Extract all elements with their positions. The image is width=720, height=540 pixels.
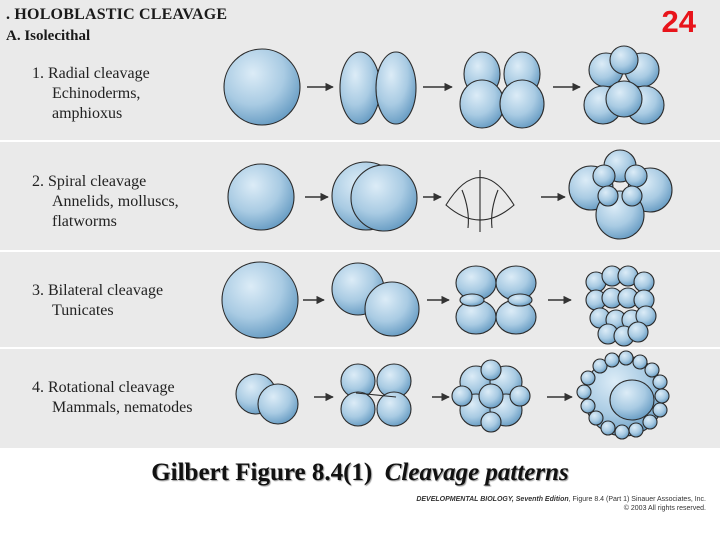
credit-detail: , Figure 8.4 (Part 1) Sinauer Associates… (568, 496, 706, 503)
blastomere (609, 45, 639, 75)
blastomere (339, 51, 381, 125)
blastomere (621, 185, 643, 207)
figure-caption: Gilbert Figure 8.4(1) Cleavage patterns (0, 459, 720, 487)
row-divider (0, 250, 720, 252)
book-title: DEVELOPMENTAL BIOLOGY, Seventh Edition (416, 496, 569, 503)
row-title: 3. Bilateral cleavage (32, 282, 164, 299)
section-subtitle: A. Isolecithal (6, 28, 91, 44)
blastomere (654, 388, 670, 404)
blastomere (624, 164, 648, 188)
blastomere (652, 374, 668, 390)
row-label-radial: 1. Radial cleavage Echinoderms, amphioxu… (32, 64, 150, 124)
blastomere (451, 385, 473, 407)
blastomere (632, 354, 648, 370)
row-organisms: amphioxus (52, 105, 123, 122)
blastomere (618, 350, 634, 366)
row-label-rotational: 4. Rotational cleavage Mammals, nematode… (32, 378, 192, 418)
slide-number: 24 (661, 4, 696, 39)
figure-title: Cleavage patterns (384, 459, 569, 486)
blastomere (652, 402, 668, 418)
blastomere (478, 383, 504, 409)
blastomere (376, 391, 412, 427)
blastomere (350, 164, 418, 232)
cleavage-furrow (445, 177, 515, 221)
copyright-credit: DEVELOPMENTAL BIOLOGY, Seventh Edition, … (416, 495, 706, 513)
cleavage-diagram (221, 45, 673, 440)
row-title: 4. Rotational cleavage (32, 379, 175, 396)
blastomere (580, 398, 596, 414)
blastomere (597, 185, 619, 207)
blastomere (340, 391, 376, 427)
row-title: 1. Radial cleavage (32, 65, 150, 82)
blastomere (576, 384, 592, 400)
blastomere (580, 370, 596, 386)
cleavage-furrow (491, 189, 499, 229)
blastomere (459, 79, 505, 129)
row-organisms: Tunicates (52, 302, 114, 319)
blastomere (364, 281, 420, 337)
blastomere (642, 414, 658, 430)
blastomere (480, 359, 502, 381)
cleavage-furrow (355, 392, 397, 398)
row-label-bilateral: 3. Bilateral cleavage Tunicates (32, 281, 163, 321)
blastomere (627, 321, 649, 343)
row-divider (0, 140, 720, 142)
blastomere (592, 164, 616, 188)
cleavage-furrow (461, 189, 469, 229)
figure-number: Gilbert Figure 8.4(1) (151, 459, 373, 486)
blastomere (223, 48, 301, 126)
blastomere (375, 51, 417, 125)
section-title: . HOLOBLASTIC CLEAVAGE (6, 6, 228, 23)
copyright-line: © 2003 All rights reserved. (623, 505, 706, 512)
blastomere (227, 163, 295, 231)
blastomere (459, 293, 485, 307)
row-organisms: Echinoderms, (52, 85, 141, 102)
blastomere (221, 261, 299, 339)
blastomere (609, 379, 655, 421)
row-organisms: flatworms (52, 213, 117, 230)
blastomere (614, 424, 630, 440)
row-label-spiral: 2. Spiral cleavage Annelids, molluscs, f… (32, 172, 179, 232)
row-organisms: Annelids, molluscs, (52, 193, 179, 210)
blastomere (257, 383, 299, 425)
blastomere (633, 271, 655, 293)
row-organisms: Mammals, nematodes (52, 399, 193, 416)
blastomere (507, 293, 533, 307)
blastomere (499, 79, 545, 129)
blastomere (480, 411, 502, 433)
row-title: 2. Spiral cleavage (32, 173, 147, 190)
blastomere (588, 410, 604, 426)
row-divider (0, 347, 720, 349)
blastomere (644, 362, 660, 378)
blastomere (600, 420, 616, 436)
blastomere (605, 80, 643, 118)
blastomere (592, 358, 608, 374)
blastomere (509, 385, 531, 407)
blastomere (628, 422, 644, 438)
blastomere (604, 352, 620, 368)
